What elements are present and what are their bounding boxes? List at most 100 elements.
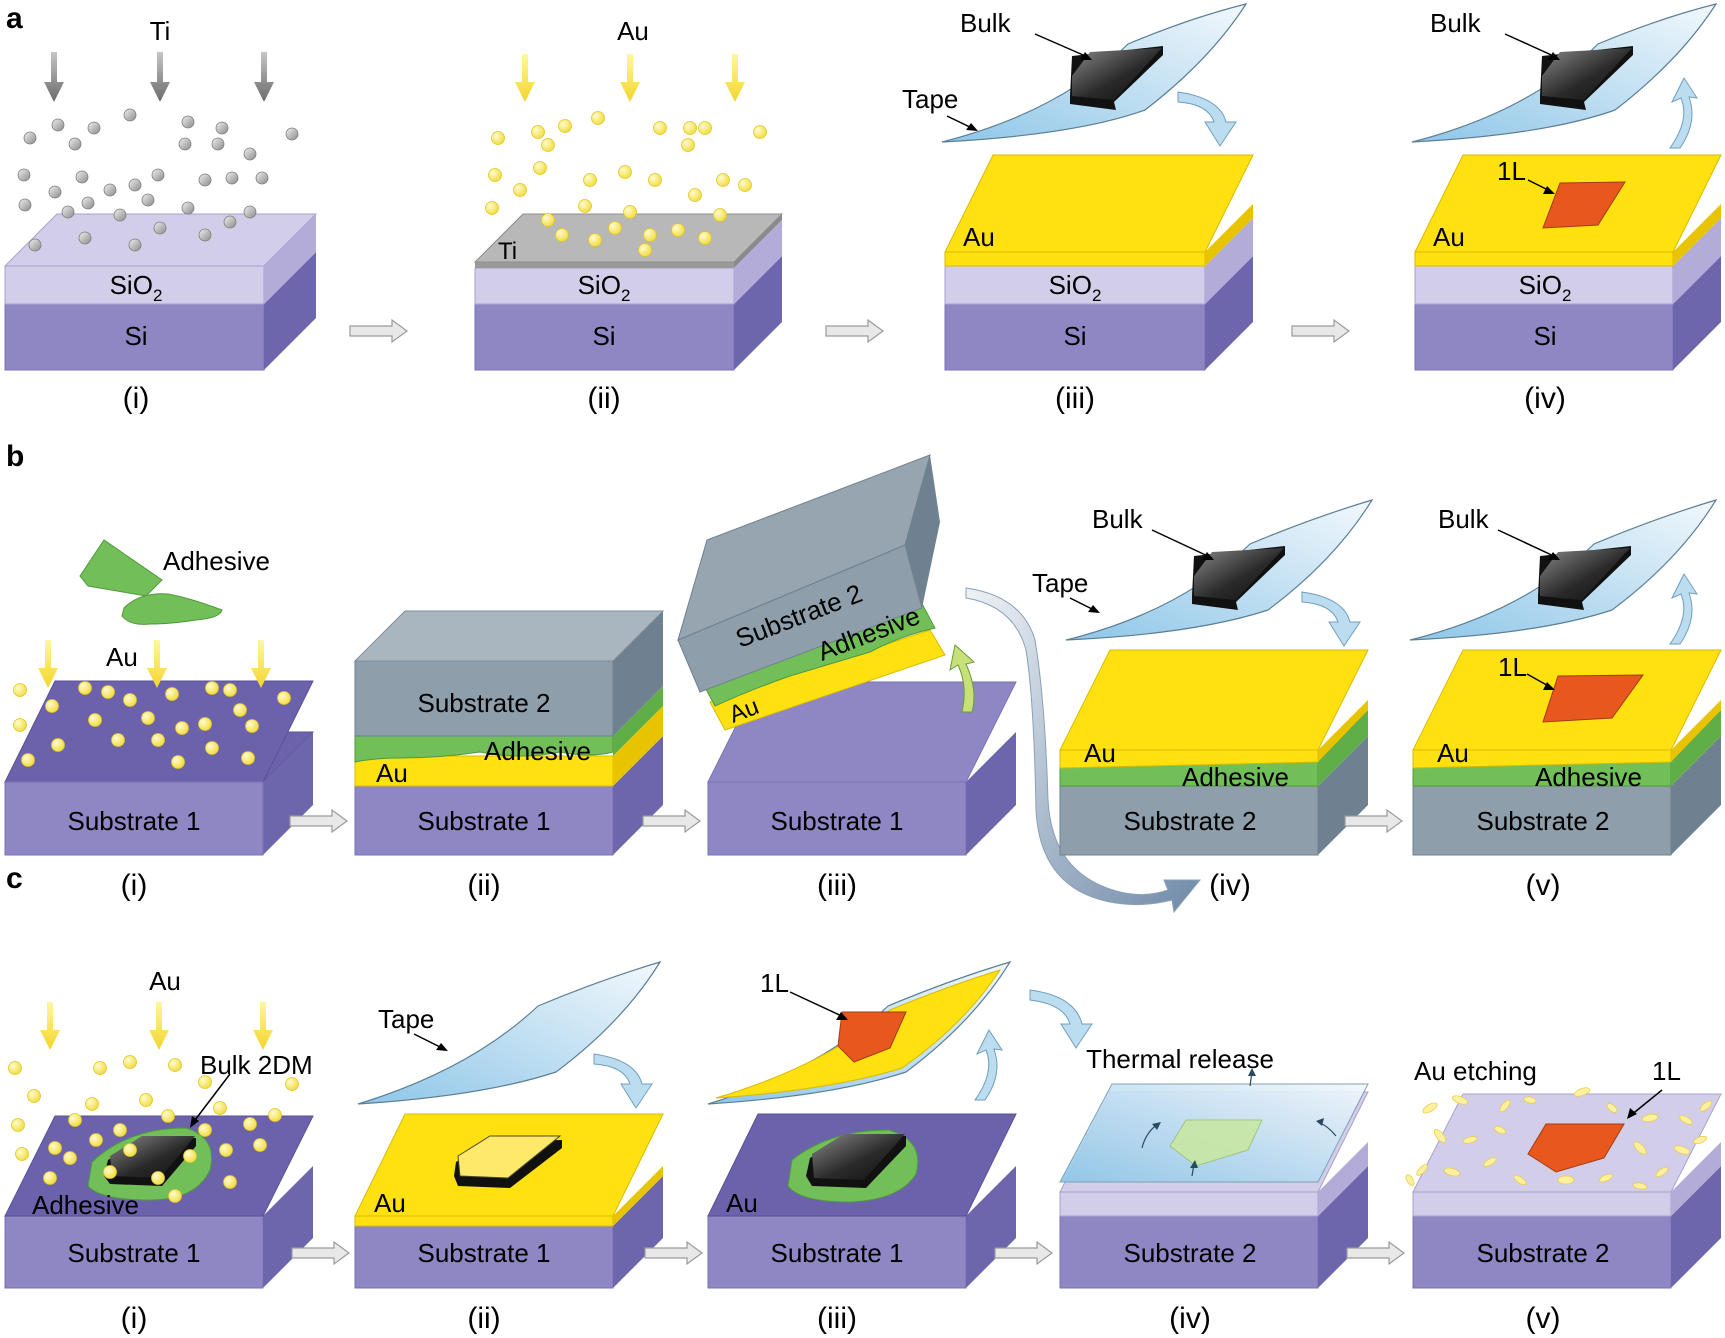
monolayer-label: 1L (760, 968, 789, 998)
au-film-side (613, 1166, 663, 1226)
panel-b-step-1: Adhesive Au Substrate 1 (i) (3, 539, 315, 902)
pointer-head (836, 1012, 848, 1020)
si-side (734, 256, 782, 370)
au-film-on-tape (715, 969, 1002, 1099)
substrate-1-side (263, 1166, 313, 1288)
substrate-1-side (613, 1176, 663, 1288)
process-label: Thermal release (1086, 1044, 1274, 1074)
au-label: Au (149, 966, 181, 996)
panel-letter-c: c (6, 862, 23, 895)
step-label: (iv) (1209, 869, 1251, 902)
adhesive-label: Adhesive (163, 546, 270, 576)
ti-film-top (473, 213, 784, 263)
step-label: (i) (121, 1302, 148, 1335)
transferred-flake (1169, 1119, 1263, 1167)
substrate-label: Substrate 2 (1477, 1238, 1610, 1268)
substrate-label: Substrate 1 (771, 1238, 904, 1268)
au-film-side (1205, 204, 1253, 266)
monolayer-pointer (789, 991, 847, 1019)
au-etch-residue (1405, 1087, 1713, 1190)
panel-c-step-4: Thermal release Substrate 2 (iv) (1059, 1044, 1369, 1335)
transfer-arrow (1177, 91, 1237, 147)
ti-film-side (734, 214, 782, 268)
au-film-side (1671, 700, 1721, 762)
bulk-label: Bulk (1438, 504, 1490, 534)
si-label: Si (1533, 321, 1556, 351)
ti-deposition-arrows (44, 52, 274, 102)
transfer-arrow (1301, 591, 1361, 647)
process-arrow (1344, 808, 1404, 834)
substrate-2-side (1318, 736, 1368, 855)
sio2-label: SiO2 (110, 270, 163, 305)
adhesive-label: Adhesive (484, 736, 591, 766)
bulk-2dm-label: Bulk 2DM (200, 1050, 313, 1080)
step-label: (i) (121, 869, 148, 902)
process-arrow (289, 808, 349, 834)
sio2-side (1673, 218, 1721, 304)
pointer-head (190, 1116, 199, 1128)
sio2-label: SiO2 (578, 270, 631, 305)
panel-b-step-2: Substrate 2 Adhesive Au Substrate 1 (ii) (353, 610, 665, 902)
pointer-head (1548, 552, 1560, 560)
bulk-crystal (1542, 48, 1632, 100)
substrate-label: Substrate 2 (1477, 806, 1610, 836)
monolayer-label: 1L (1498, 652, 1527, 682)
sio2-side (1205, 218, 1253, 304)
release-arrowhead (1316, 1118, 1324, 1126)
panel-c-step-3: 1L Au Substrate 1 (iii) (707, 960, 1017, 1335)
monolayer-flake (1527, 1123, 1625, 1173)
release-arrowhead (1248, 1068, 1256, 1076)
bulk-pointer (1504, 33, 1559, 59)
substrate-label: Substrate 1 (418, 1238, 551, 1268)
substrate-2-label: Substrate 2 (418, 688, 551, 718)
au-film-front (1414, 251, 1674, 267)
transfer-arrow (1029, 989, 1093, 1049)
step-label: (ii) (587, 382, 620, 415)
substrate-2-side (613, 611, 663, 736)
substrate-2-side (1671, 1166, 1721, 1288)
panel-a-step-3: Bulk Tape Au SiO2 Si (iii) (902, 3, 1254, 415)
bulk-pointer (1034, 33, 1091, 59)
monolayer-label: 1L (1497, 156, 1526, 186)
step-label: (iii) (817, 1302, 857, 1335)
lift-arrow (949, 644, 976, 713)
pointer-head (966, 123, 978, 131)
substrate-2-upper-side (1671, 1142, 1721, 1216)
bulk-crystal (1540, 548, 1630, 600)
step-label: (ii) (467, 869, 500, 902)
step-label: (i) (123, 382, 150, 415)
monolayer-flake (1542, 181, 1626, 229)
tape-label: Tape (1032, 568, 1088, 598)
au-particles (8, 1055, 299, 1203)
panel-letter-b: b (6, 440, 24, 473)
au-film-top (944, 154, 1254, 253)
monolayer-pointer (1629, 1089, 1663, 1117)
monolayer-flake (1542, 674, 1644, 723)
process-arrow (1346, 1240, 1406, 1266)
adhesive-side (1671, 710, 1721, 786)
substrate-2-side (1671, 736, 1721, 855)
monolayer-flake (837, 1011, 907, 1063)
substrate-1-top-face (4, 680, 314, 783)
process-arrow (642, 808, 702, 834)
pointer-head (1080, 52, 1092, 60)
tape-label: Tape (902, 84, 958, 114)
au-deposition-arrows (515, 54, 745, 102)
substrate-1-side (613, 736, 663, 855)
substrate-label: Substrate 1 (68, 1238, 201, 1268)
au-film-side (1673, 204, 1721, 266)
au-film-side (613, 706, 663, 786)
deposit-label: Ti (150, 16, 171, 46)
au-label: Au (1084, 738, 1116, 768)
au-film-front (944, 251, 1206, 267)
au-label: Au (374, 1188, 406, 1218)
panel-b-step-4: Bulk Tape Au Adhesive Substrate 2 (iv) (1032, 498, 1374, 902)
au-label: Au (726, 1188, 758, 1218)
release-arrowhead (1152, 1122, 1161, 1130)
substrate-1-front-upper (4, 781, 264, 856)
peel-arrow (974, 1028, 1004, 1101)
adhesive-label: Adhesive (1182, 762, 1289, 792)
substrate-label: Substrate 2 (1124, 806, 1257, 836)
au-label: Au (1437, 738, 1469, 768)
